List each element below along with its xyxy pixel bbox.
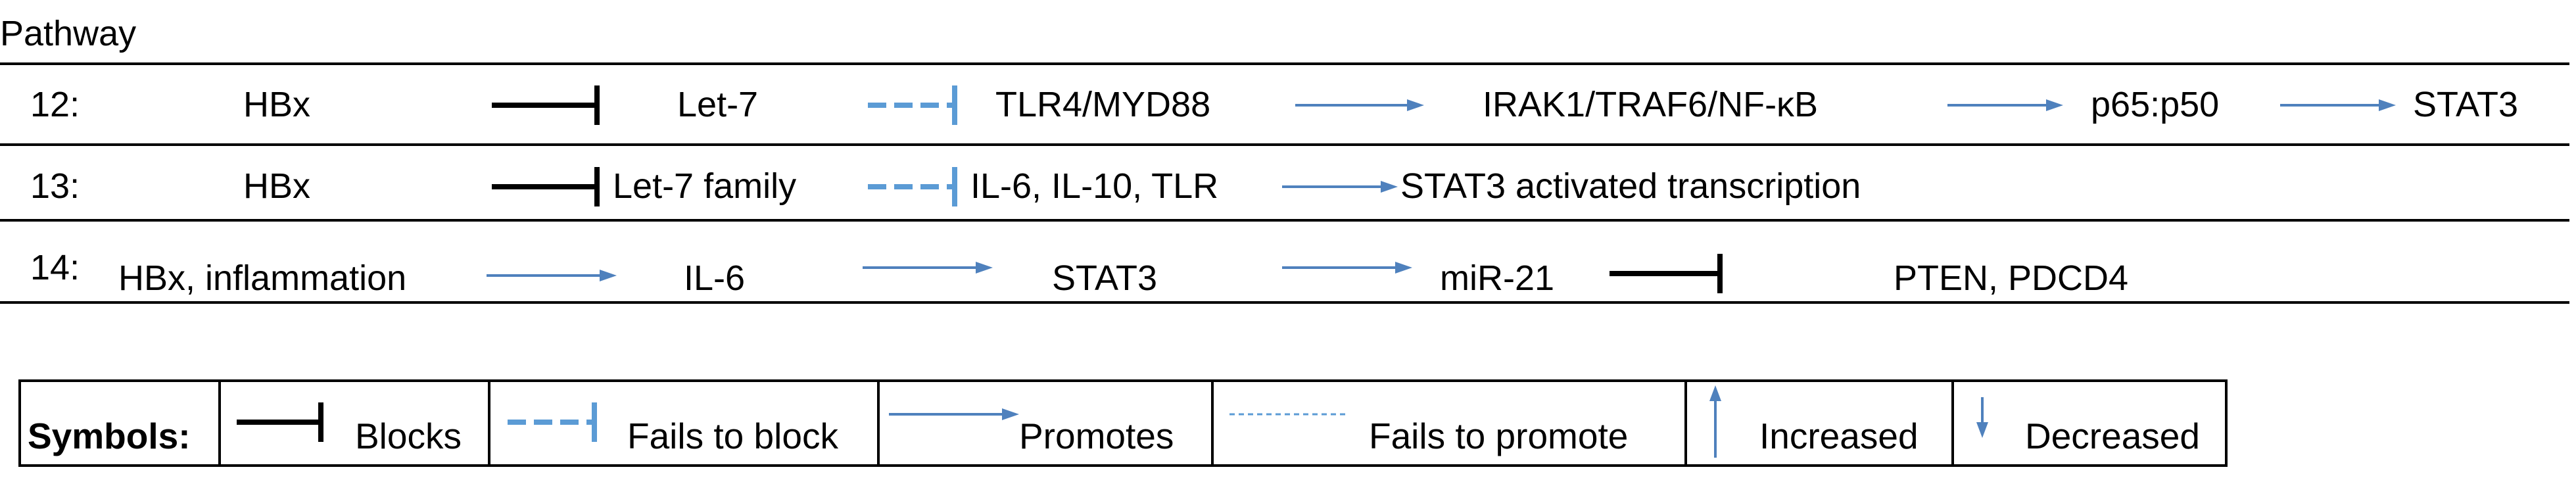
node-pten-pdcd4: PTEN, PDCD4 xyxy=(1894,258,2129,298)
pathway-id: 14: xyxy=(30,248,80,287)
promotes-icon xyxy=(2280,99,2396,111)
pathway-header: Pathway xyxy=(0,14,137,53)
legend-divider xyxy=(1684,379,1687,467)
promotes-icon xyxy=(863,262,993,274)
node-il6: IL-6 xyxy=(684,258,746,298)
promotes-icon xyxy=(1282,262,1412,274)
promotes-icon xyxy=(1295,99,1424,111)
node-stat3: STAT3 xyxy=(2413,85,2519,124)
pathway-id: 12: xyxy=(30,85,80,124)
node-tlr4-myd88: TLR4/MYD88 xyxy=(995,85,1211,124)
decreased-icon xyxy=(1976,397,1988,438)
node-let7: Let-7 xyxy=(677,85,759,124)
blocks-icon xyxy=(1610,254,1723,293)
legend-divider xyxy=(1211,379,1214,467)
legend-title: Symbols: xyxy=(28,416,191,456)
node-stat3: STAT3 xyxy=(1052,258,1158,298)
legend-divider xyxy=(218,379,221,467)
table-rule xyxy=(0,301,2569,304)
legend-border xyxy=(18,379,2228,382)
fails-to-block-icon xyxy=(868,85,957,125)
promotes-icon xyxy=(889,408,1019,420)
legend-label-fails-to-promote: Fails to promote xyxy=(1369,416,1629,456)
legend-border xyxy=(2225,379,2228,467)
legend-label-fails-to-block: Fails to block xyxy=(627,416,838,456)
table-rule xyxy=(0,219,2569,222)
legend-label-promotes: Promotes xyxy=(1019,416,1174,456)
fails-to-block-icon xyxy=(508,402,597,442)
legend-label-decreased: Decreased xyxy=(2025,416,2200,456)
blocks-icon xyxy=(237,402,323,442)
promotes-icon xyxy=(1282,181,1398,193)
node-mir21: miR-21 xyxy=(1440,258,1555,298)
table-rule xyxy=(0,62,2569,65)
legend-divider xyxy=(488,379,490,467)
node-hbx: HBx xyxy=(243,85,311,124)
legend-divider xyxy=(877,379,880,467)
blocks-icon xyxy=(492,85,600,125)
increased-icon xyxy=(1709,385,1721,458)
legend-label-blocks: Blocks xyxy=(355,416,462,456)
promotes-icon xyxy=(1947,99,2063,111)
table-rule xyxy=(0,143,2569,146)
fails-to-block-icon xyxy=(868,167,957,206)
legend-divider xyxy=(1951,379,1954,467)
node-hbx: HBx xyxy=(243,166,311,206)
legend-border xyxy=(18,464,2228,467)
node-il6-il10-tlr: IL-6, IL-10, TLR xyxy=(970,166,1219,206)
promotes-icon xyxy=(487,270,617,281)
fails-to-promote-icon xyxy=(1229,413,1348,416)
legend-label-increased: Increased xyxy=(1759,416,1919,456)
node-irak1-traf6-nfkb: IRAK1/TRAF6/NF-κB xyxy=(1483,85,1819,124)
node-let7-family: Let-7 family xyxy=(613,166,797,206)
node-p65-p50: p65:p50 xyxy=(2091,85,2220,124)
legend-border xyxy=(18,379,21,467)
pathway-id: 13: xyxy=(30,166,80,206)
node-stat3-activated-transcription: STAT3 activated transcription xyxy=(1400,166,1861,206)
blocks-icon xyxy=(492,167,600,206)
node-hbx-inflammation: HBx, inflammation xyxy=(118,258,407,298)
